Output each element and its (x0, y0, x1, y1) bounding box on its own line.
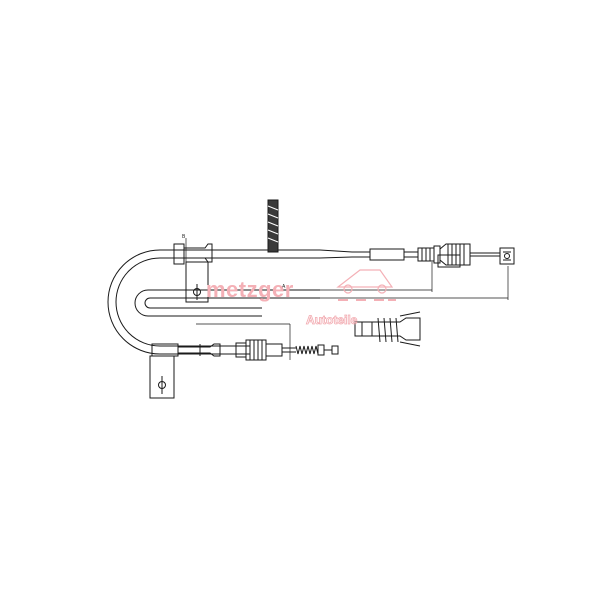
clip-detail-view (354, 311, 421, 347)
cable-sheath (107, 249, 240, 355)
upper-end-fitting (417, 243, 515, 268)
lower-cable-run (240, 345, 250, 355)
metzger-logo-watermark: metzger Autoteile (206, 269, 396, 327)
cable-return-loop (134, 289, 320, 317)
upper-cable-run (178, 248, 418, 261)
lower-end-fitting (235, 339, 339, 361)
watermark-brand: metzger (206, 277, 294, 302)
height-dimension-label: B (182, 234, 186, 240)
lower-bracket (149, 343, 221, 399)
vertical-grommet (267, 199, 279, 253)
watermark-subtitle: Autoteile (306, 313, 358, 327)
length-dimension-label: A (282, 284, 286, 290)
dimension-lines (185, 238, 509, 360)
